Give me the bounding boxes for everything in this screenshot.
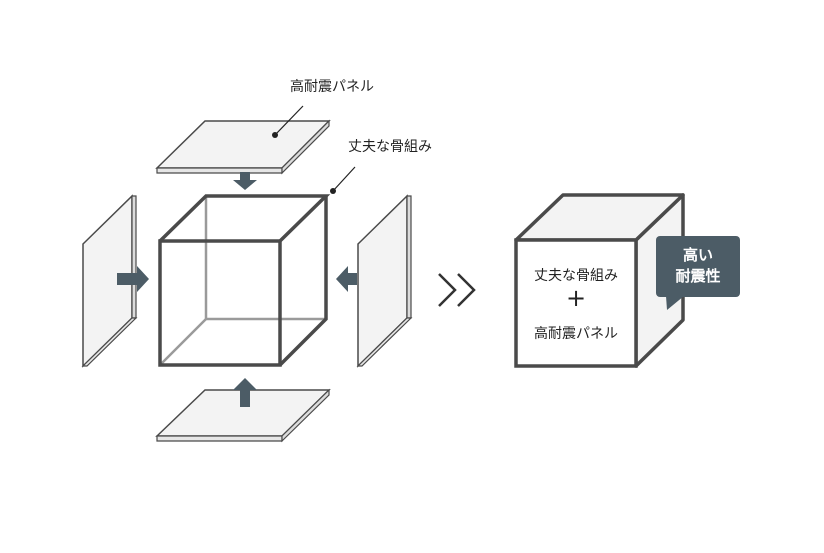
badge-line2: 耐震性 bbox=[675, 267, 721, 285]
bottom-panel bbox=[155, 388, 331, 443]
panel-leader-line bbox=[272, 105, 304, 138]
result-line2: 高耐震パネル bbox=[534, 326, 618, 342]
result-line1: 丈夫な骨組み bbox=[534, 268, 618, 284]
frame-leader-line bbox=[330, 166, 356, 194]
frame-label: 丈夫な骨組み bbox=[348, 139, 432, 155]
arrow-icon bbox=[233, 378, 257, 407]
badge-line1: 高い bbox=[682, 246, 713, 264]
wireframe-cube bbox=[158, 194, 331, 367]
double-chevron-right-icon bbox=[438, 273, 476, 307]
arrow-icon bbox=[233, 172, 257, 190]
right-panel bbox=[356, 194, 413, 368]
top-panel bbox=[155, 119, 331, 175]
left-panel bbox=[81, 194, 138, 368]
plus-sign: + bbox=[565, 284, 587, 312]
strength-badge bbox=[656, 236, 740, 310]
arrow-icon bbox=[336, 266, 357, 292]
arrow-icon bbox=[117, 266, 149, 292]
panel-label: 高耐震パネル bbox=[290, 79, 374, 95]
